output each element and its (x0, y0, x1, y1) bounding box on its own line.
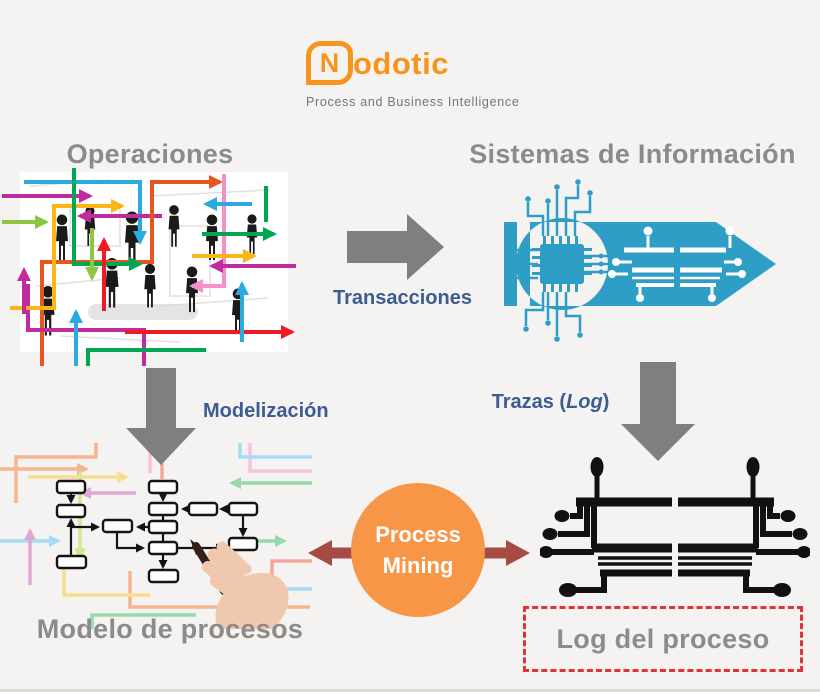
red-right-arrow-icon (480, 540, 530, 566)
process-log-illustration (540, 452, 810, 604)
down-arrow-icon-right (621, 362, 695, 461)
log-del-proceso-box: Log del proceso (523, 606, 803, 672)
log-del-proceso-label: Log del proceso (556, 623, 770, 654)
trazas-suffix: ) (602, 391, 610, 413)
logo-letter: N (319, 47, 340, 78)
hand-with-pen (190, 539, 289, 629)
red-left-arrow-icon (308, 540, 358, 566)
process-mining-line2: Mining (382, 553, 454, 578)
label-trazas-log: Trazas (Log) (483, 391, 618, 414)
trazas-log-word: Log (566, 391, 603, 413)
heading-operaciones: Operaciones (66, 139, 234, 169)
nodotic-logo-icon: N (306, 41, 353, 85)
logo-tagline: Process and Business Intelligence (306, 95, 520, 109)
process-model-illustration (0, 443, 312, 629)
heading-modelo: Modelo de procesos (36, 614, 304, 644)
operations-illustration (2, 168, 296, 366)
process-mining-arrows (308, 540, 530, 566)
label-modelizacion: Modelización (203, 400, 329, 422)
label-transacciones: Transacciones (333, 287, 472, 309)
information-systems-illustration (504, 179, 776, 342)
heading-sistemas: Sistemas de Información (469, 139, 796, 169)
logo-wordmark: odotic (353, 46, 449, 81)
trazas-prefix: Trazas ( (491, 391, 567, 413)
right-arrow-icon (347, 214, 444, 280)
process-mining-circle: Process Mining (351, 483, 485, 617)
process-mining-line1: Process (375, 522, 461, 547)
down-arrow-icon-left (126, 368, 196, 465)
